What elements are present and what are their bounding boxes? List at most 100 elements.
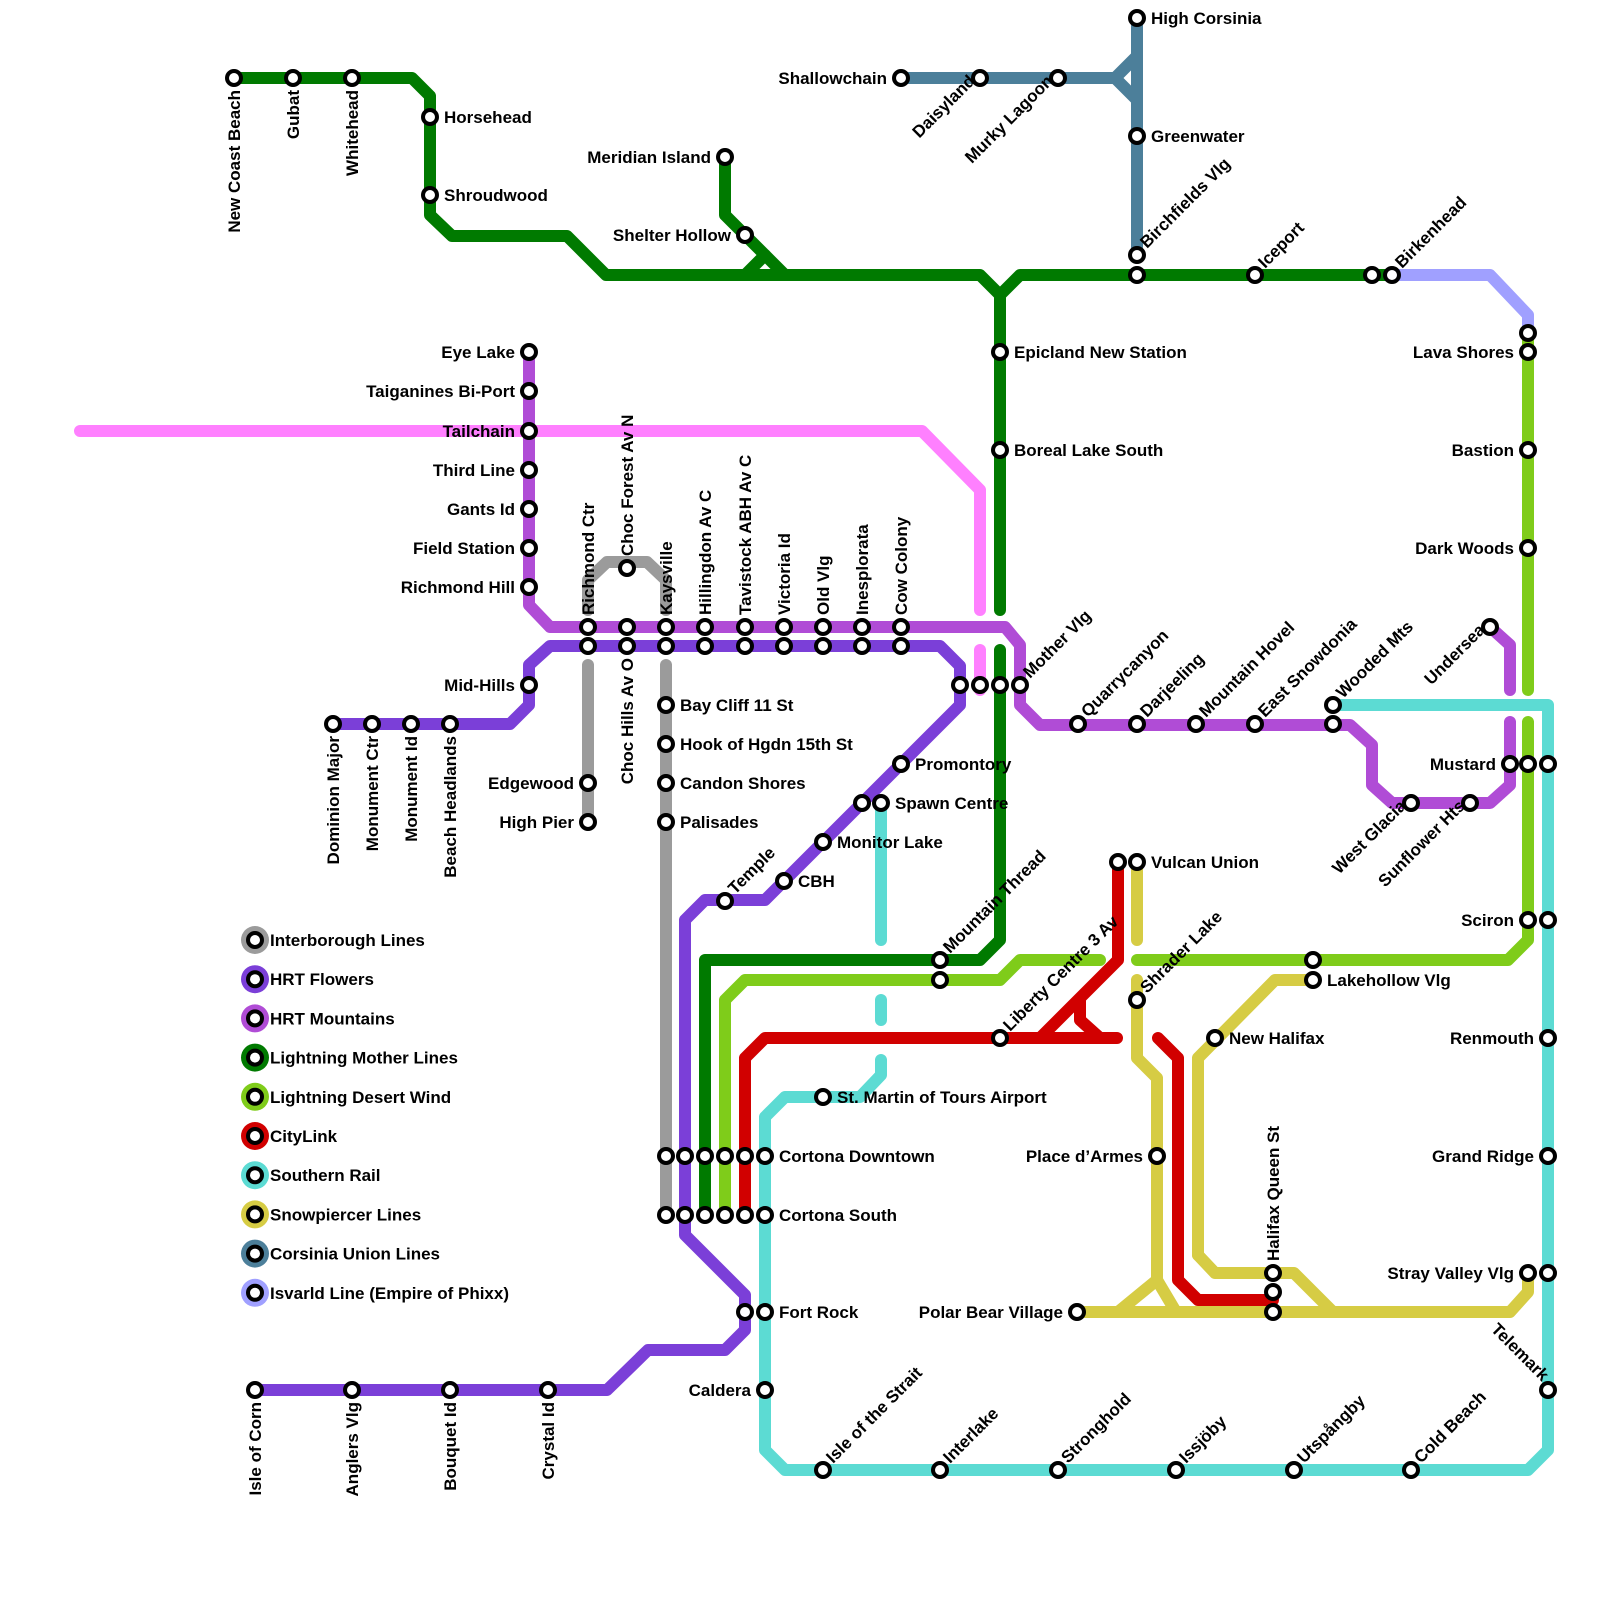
station-marker[interactable] — [853, 618, 871, 636]
station-marker[interactable] — [853, 794, 871, 812]
station-marker[interactable] — [441, 1381, 459, 1399]
station[interactable]: Victoria Id — [775, 533, 794, 636]
station[interactable]: Isle of Corn — [246, 1381, 265, 1496]
station-marker[interactable] — [657, 618, 675, 636]
station-marker[interactable] — [520, 676, 538, 694]
station-marker[interactable] — [657, 1206, 675, 1224]
station[interactable]: Third Line — [433, 461, 538, 480]
station[interactable]: Quarrycanyon — [1069, 626, 1172, 733]
station-marker[interactable] — [892, 755, 910, 773]
station-marker[interactable] — [676, 1206, 694, 1224]
station-marker[interactable] — [1049, 69, 1067, 87]
station-marker[interactable] — [1167, 1461, 1185, 1479]
station-marker[interactable] — [892, 618, 910, 636]
station[interactable]: Meridian Island — [587, 148, 734, 167]
station-marker[interactable] — [618, 618, 636, 636]
station-marker[interactable] — [579, 618, 597, 636]
station-marker[interactable] — [676, 1147, 694, 1165]
station-marker[interactable] — [892, 69, 910, 87]
station-marker[interactable] — [284, 69, 302, 87]
station-marker[interactable] — [1519, 755, 1537, 773]
station[interactable]: Lava Shores — [1413, 343, 1537, 362]
station-marker[interactable] — [775, 618, 793, 636]
station-marker[interactable] — [931, 971, 949, 989]
station-marker[interactable] — [1461, 794, 1479, 812]
station-marker[interactable] — [1519, 1264, 1537, 1282]
station-marker[interactable] — [1128, 853, 1146, 871]
station-marker[interactable] — [657, 696, 675, 714]
station[interactable]: Grand Ridge — [1432, 1147, 1557, 1166]
station[interactable]: Place d’Armes — [1026, 1147, 1166, 1166]
station[interactable]: Halifax Queen St — [1264, 1126, 1283, 1282]
station-marker[interactable] — [1128, 246, 1146, 264]
station[interactable]: Shroudwood — [421, 186, 548, 205]
station-marker[interactable] — [324, 715, 342, 733]
station[interactable]: Monitor Lake — [814, 833, 943, 852]
station-marker[interactable] — [1324, 715, 1342, 733]
station[interactable]: Mustard — [1430, 755, 1519, 774]
station[interactable]: Cow Colony — [892, 516, 911, 636]
station-marker[interactable] — [1069, 715, 1087, 733]
station-marker[interactable] — [421, 186, 439, 204]
station-marker[interactable] — [343, 69, 361, 87]
station[interactable]: Monument Id — [402, 715, 421, 842]
station-marker[interactable] — [1539, 1147, 1557, 1165]
station[interactable]: Polar Bear Village — [919, 1303, 1086, 1322]
station-marker[interactable] — [1539, 1029, 1557, 1047]
station[interactable]: Richmond Ctr — [579, 502, 598, 636]
station[interactable]: Dominion Major — [324, 715, 343, 864]
station-marker[interactable] — [696, 1206, 714, 1224]
station-marker[interactable] — [520, 422, 538, 440]
station-marker[interactable] — [579, 637, 597, 655]
station-marker[interactable] — [520, 500, 538, 518]
station-marker[interactable] — [872, 794, 890, 812]
station-marker[interactable] — [1206, 1029, 1224, 1047]
station[interactable]: Epicland New Station — [991, 343, 1187, 362]
station-marker[interactable] — [421, 108, 439, 126]
station[interactable]: Edgewood — [488, 774, 597, 793]
station-marker[interactable] — [756, 1147, 774, 1165]
station[interactable]: Sciron — [1461, 911, 1537, 930]
station[interactable]: Old Vlg — [814, 556, 833, 636]
station[interactable]: Taiganines Bi-Port — [366, 382, 538, 401]
station-marker[interactable] — [1049, 1461, 1067, 1479]
station-marker[interactable] — [618, 637, 636, 655]
station-marker[interactable] — [1304, 951, 1322, 969]
station-marker[interactable] — [1264, 1264, 1282, 1282]
station-marker[interactable] — [539, 1381, 557, 1399]
station[interactable]: High Pier — [499, 813, 597, 832]
station[interactable]: CBH — [775, 872, 835, 891]
station-marker[interactable] — [991, 343, 1009, 361]
station[interactable]: Gants Id — [447, 500, 538, 519]
station-marker[interactable] — [951, 676, 969, 694]
station-marker[interactable] — [1068, 1303, 1086, 1321]
station-marker[interactable] — [1402, 794, 1420, 812]
station-marker[interactable] — [225, 69, 243, 87]
station-marker[interactable] — [991, 441, 1009, 459]
station-marker[interactable] — [814, 833, 832, 851]
station-marker[interactable] — [1519, 539, 1537, 557]
station[interactable]: Horsehead — [421, 108, 532, 127]
station-marker[interactable] — [1539, 755, 1557, 773]
station-marker[interactable] — [1109, 853, 1127, 871]
station-marker[interactable] — [1148, 1147, 1166, 1165]
station-marker[interactable] — [657, 774, 675, 792]
station-marker[interactable] — [520, 461, 538, 479]
station-marker[interactable] — [1128, 991, 1146, 1009]
station[interactable]: Cortona Downtown — [756, 1147, 935, 1166]
station-marker[interactable] — [971, 69, 989, 87]
station[interactable]: Tavistock ABH Av C — [736, 455, 755, 636]
station-marker[interactable] — [1519, 324, 1537, 342]
station-marker[interactable] — [520, 382, 538, 400]
station[interactable]: Richmond Hill — [401, 578, 538, 597]
station-marker[interactable] — [579, 774, 597, 792]
station[interactable]: Birkenhead — [1383, 193, 1470, 284]
station-marker[interactable] — [1246, 715, 1264, 733]
station[interactable]: Promontory — [892, 755, 1012, 774]
station-marker[interactable] — [1324, 696, 1342, 714]
station[interactable]: Choc Hills Av O — [618, 637, 637, 784]
station-marker[interactable] — [736, 618, 754, 636]
station-marker[interactable] — [756, 1303, 774, 1321]
station-marker[interactable] — [1519, 343, 1537, 361]
station[interactable]: Anglers Vlg — [343, 1381, 362, 1496]
